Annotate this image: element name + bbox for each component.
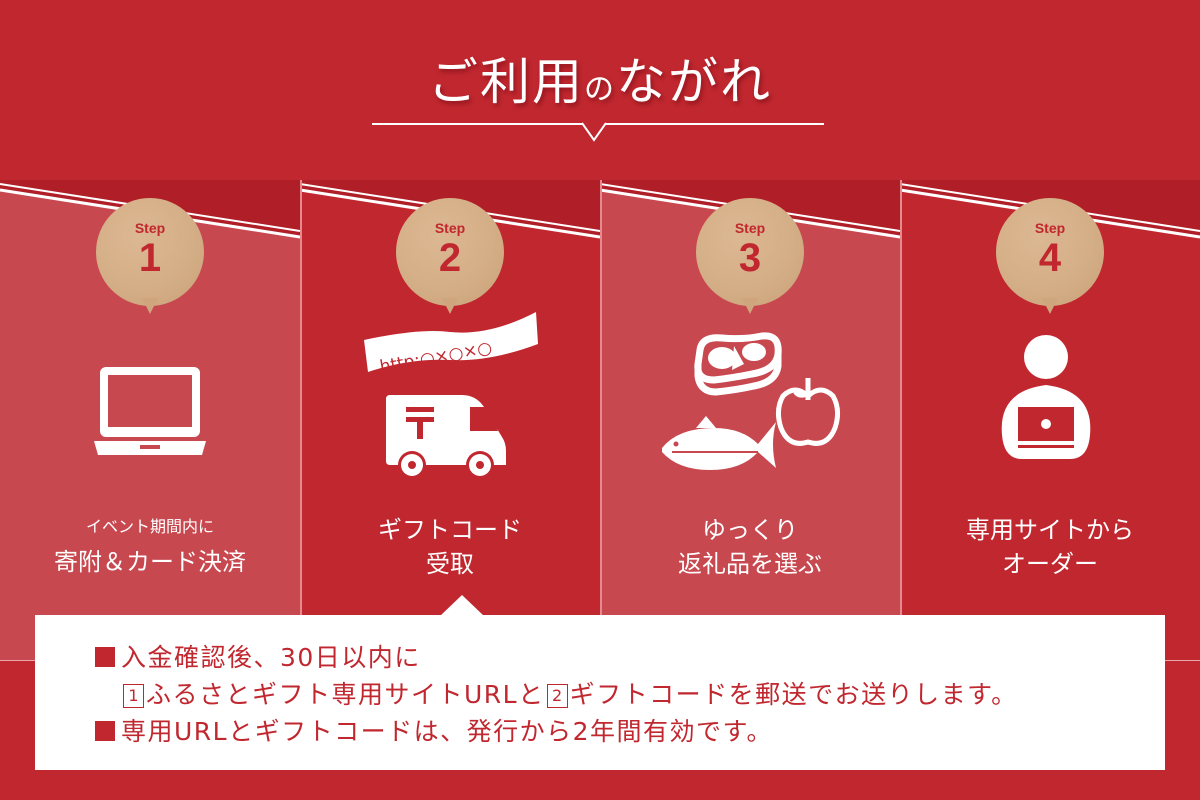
title-chevron-down-icon bbox=[582, 122, 606, 142]
title-part-3: ながれ bbox=[616, 53, 772, 111]
step-2-line-2: 受取 bbox=[426, 550, 474, 578]
step-number: 1 bbox=[138, 236, 162, 280]
step-panel-2: Step 2 http:○×○×○ ギフトコード 受取 bbox=[300, 180, 600, 660]
step-4-line-1: 専用サイトから bbox=[966, 516, 1134, 544]
info-box-pointer bbox=[440, 595, 484, 616]
step-badge-2: Step 2 bbox=[396, 198, 504, 318]
bullet-square-icon bbox=[95, 647, 115, 667]
url-banner-icon: http:○×○×○ bbox=[364, 312, 538, 377]
step-badge-1: Step 1 bbox=[96, 198, 204, 318]
step-1-line-2: 寄附＆カード決済 bbox=[54, 548, 246, 576]
info-line-1: 入金確認後、30日以内に bbox=[95, 638, 421, 674]
fish-icon bbox=[662, 416, 776, 470]
apple-icon bbox=[775, 378, 841, 446]
step-badge-4: Step 4 bbox=[996, 198, 1104, 318]
step-number: 4 bbox=[1038, 236, 1062, 280]
delivery-truck-icon bbox=[386, 395, 506, 479]
step-number: 3 bbox=[738, 236, 762, 280]
boxed-number-1: 1 bbox=[123, 684, 144, 708]
step-1-line-1: イベント期間内に bbox=[85, 517, 214, 536]
step-label: Step bbox=[734, 220, 766, 236]
step-panel-4: Step 4 専用サイトから オーダー bbox=[900, 180, 1200, 660]
boxed-number-2: 2 bbox=[546, 684, 568, 708]
step-3-line-1: ゆっくり bbox=[702, 516, 798, 544]
step-badge-3: Step 3 bbox=[696, 198, 804, 318]
title-part-2: の bbox=[584, 72, 616, 107]
info-line-3: 専用URLとギフトコードは、発行から2年間有効です。 bbox=[95, 712, 773, 748]
title-part-1: ご利用 bbox=[428, 53, 584, 111]
person-laptop-icon bbox=[1001, 335, 1091, 459]
bullet-square-icon bbox=[95, 721, 115, 741]
page-title: ご利用のながれ bbox=[0, 42, 1200, 114]
step-label: Step bbox=[1034, 220, 1066, 236]
step-label: Step bbox=[134, 220, 166, 236]
step-2-line-1: ギフトコード bbox=[378, 516, 522, 544]
step-4-line-2: オーダー bbox=[1002, 550, 1098, 578]
steak-icon bbox=[694, 332, 782, 396]
step-panel-3: Step 3 ゆっくり 返礼品を選ぶ bbox=[600, 180, 900, 660]
step-panel-1: Step 1 イベント期間内に 寄附＆カード決済 bbox=[0, 180, 300, 660]
laptop-icon bbox=[94, 367, 206, 455]
step-number: 2 bbox=[438, 236, 462, 280]
step-label: Step bbox=[434, 220, 466, 236]
step-3-line-2: 返礼品を選ぶ bbox=[678, 550, 822, 578]
